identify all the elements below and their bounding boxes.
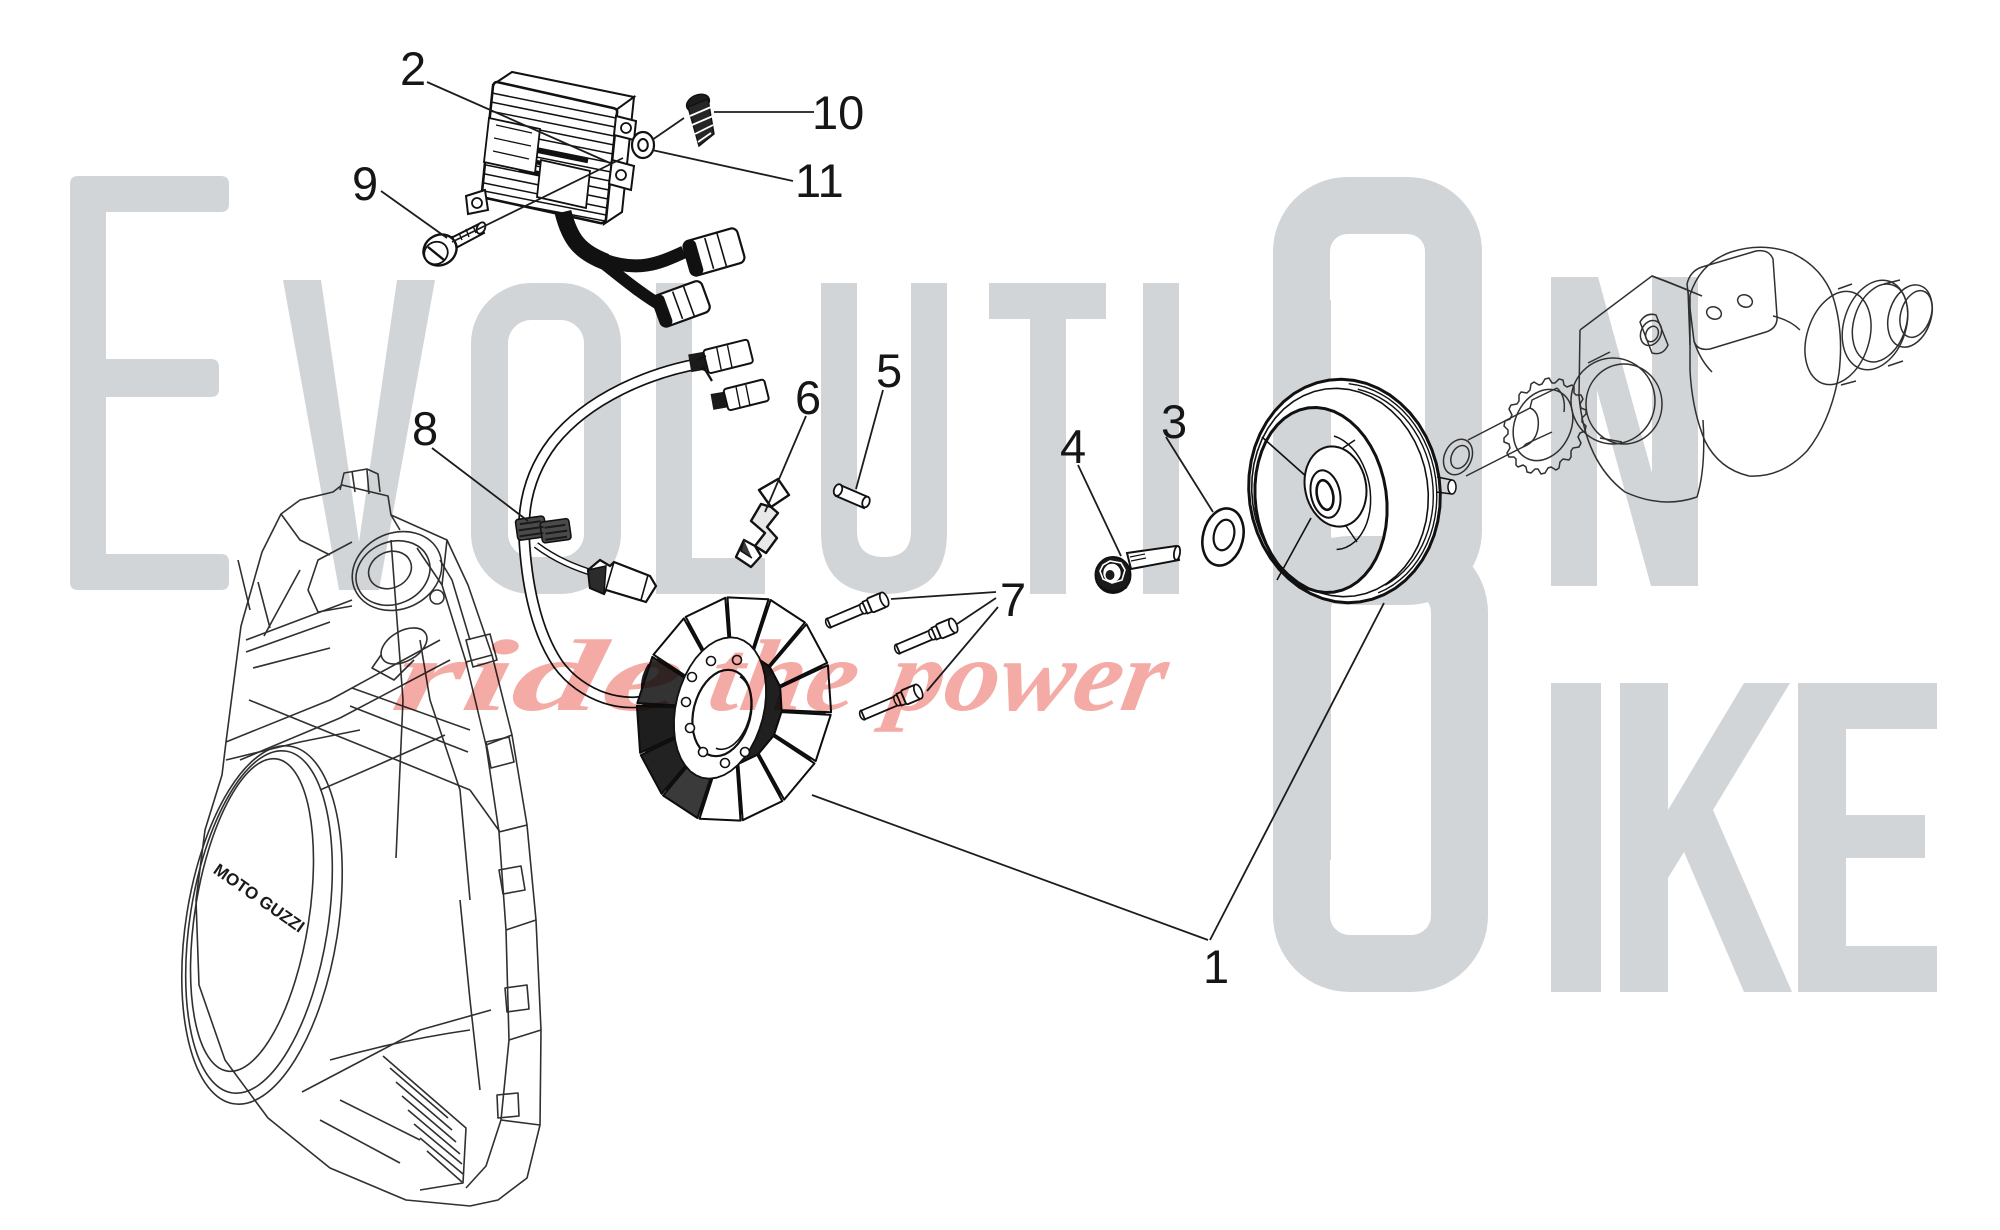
svg-text:ride: ride — [385, 620, 693, 733]
svg-text:MOTO GUZZI: MOTO GUZZI — [210, 860, 308, 937]
svg-text:5: 5 — [876, 344, 902, 397]
svg-text:9: 9 — [352, 157, 378, 210]
svg-text:the: the — [701, 620, 869, 733]
svg-text:11: 11 — [795, 154, 844, 207]
svg-text:7: 7 — [1000, 573, 1026, 626]
svg-text:power: power — [872, 620, 1178, 733]
svg-text:2: 2 — [400, 42, 426, 95]
svg-text:10: 10 — [812, 86, 864, 139]
svg-text:3: 3 — [1161, 395, 1187, 448]
svg-text:1: 1 — [1203, 940, 1229, 993]
svg-text:6: 6 — [795, 371, 821, 424]
svg-text:8: 8 — [412, 402, 438, 455]
svg-text:4: 4 — [1060, 420, 1086, 473]
